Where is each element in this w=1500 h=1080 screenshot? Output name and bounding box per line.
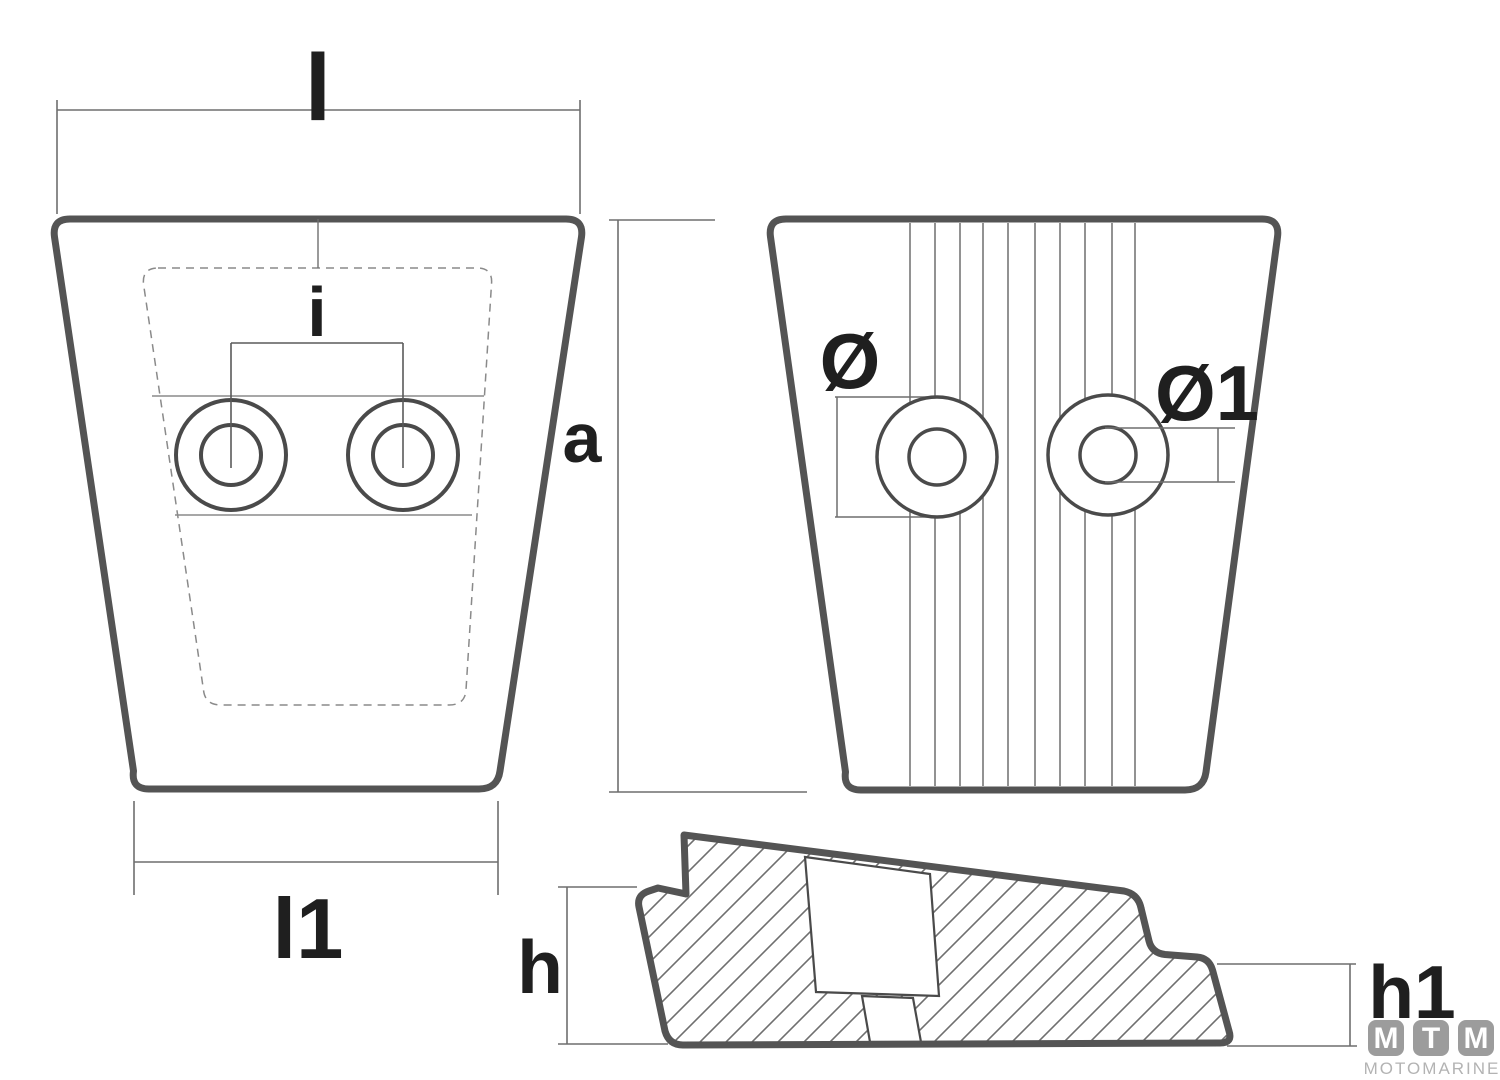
dim-diameter1-label: Ø1 — [1155, 349, 1259, 437]
dim-h-label: h — [517, 925, 563, 1009]
dim-diameter1-lines — [1105, 427, 1235, 483]
dim-diameter-label: Ø — [820, 317, 881, 405]
logo-letter-m1: M — [1374, 1022, 1399, 1055]
logo-letter-m2: M — [1464, 1022, 1489, 1055]
rear-view: Ø Ø1 — [766, 215, 1282, 794]
dim-l-label: l — [305, 35, 331, 141]
rear-outline — [766, 215, 1282, 794]
front-pocket-outline — [142, 267, 493, 706]
dim-i-label: i — [307, 273, 326, 351]
dim-l1: l1 — [133, 801, 499, 977]
logo-box-1 — [1368, 1020, 1404, 1056]
dim-h: h — [517, 886, 668, 1045]
section-view: h h1 — [517, 831, 1456, 1049]
rear-right-hole — [1078, 425, 1138, 485]
section-bolt-channel — [860, 994, 923, 1044]
logo-box-2 — [1413, 1020, 1449, 1056]
dim-l: l — [56, 35, 581, 214]
dim-i: i — [230, 273, 404, 468]
dim-l1-label: l1 — [273, 882, 344, 977]
dim-a: a — [563, 219, 807, 793]
dim-a-label: a — [563, 399, 603, 477]
section-counterbore — [803, 855, 941, 998]
logo-wordmark: MOTOMARINE — [1364, 1059, 1500, 1078]
front-view: i l l1 — [50, 35, 586, 977]
brand-logo: M T M MOTOMARINE — [1364, 1020, 1500, 1078]
front-outline — [50, 215, 586, 793]
rear-left-hole — [907, 427, 967, 487]
section-outline — [635, 831, 1234, 1049]
logo-letter-t: T — [1422, 1022, 1440, 1055]
logo-box-3 — [1458, 1020, 1494, 1056]
